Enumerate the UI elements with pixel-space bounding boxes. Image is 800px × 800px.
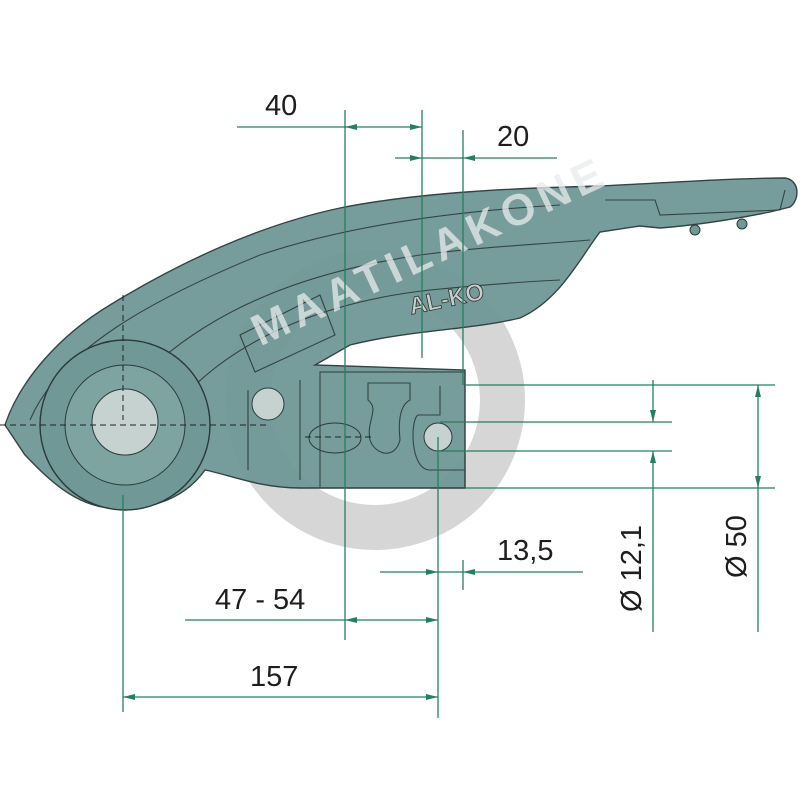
dim-47-54: 47 - 54 xyxy=(215,584,305,616)
dim-13-5: 13,5 xyxy=(497,535,553,567)
dimension-lines xyxy=(122,110,775,718)
dim-20: 20 xyxy=(497,121,529,153)
dim-40: 40 xyxy=(265,90,297,122)
slot xyxy=(308,422,362,454)
rivet-hole xyxy=(251,387,285,421)
dim-hole-diameter: Ø 12,1 xyxy=(616,525,648,612)
dimension-labels: 40 20 13,5 47 - 54 157 Ø 12,1 Ø 50 xyxy=(215,90,753,693)
dim-157: 157 xyxy=(250,661,298,693)
dim-ball-diameter: Ø 50 xyxy=(721,515,753,578)
centerlines xyxy=(0,295,372,438)
dimension-arrows xyxy=(123,124,761,700)
